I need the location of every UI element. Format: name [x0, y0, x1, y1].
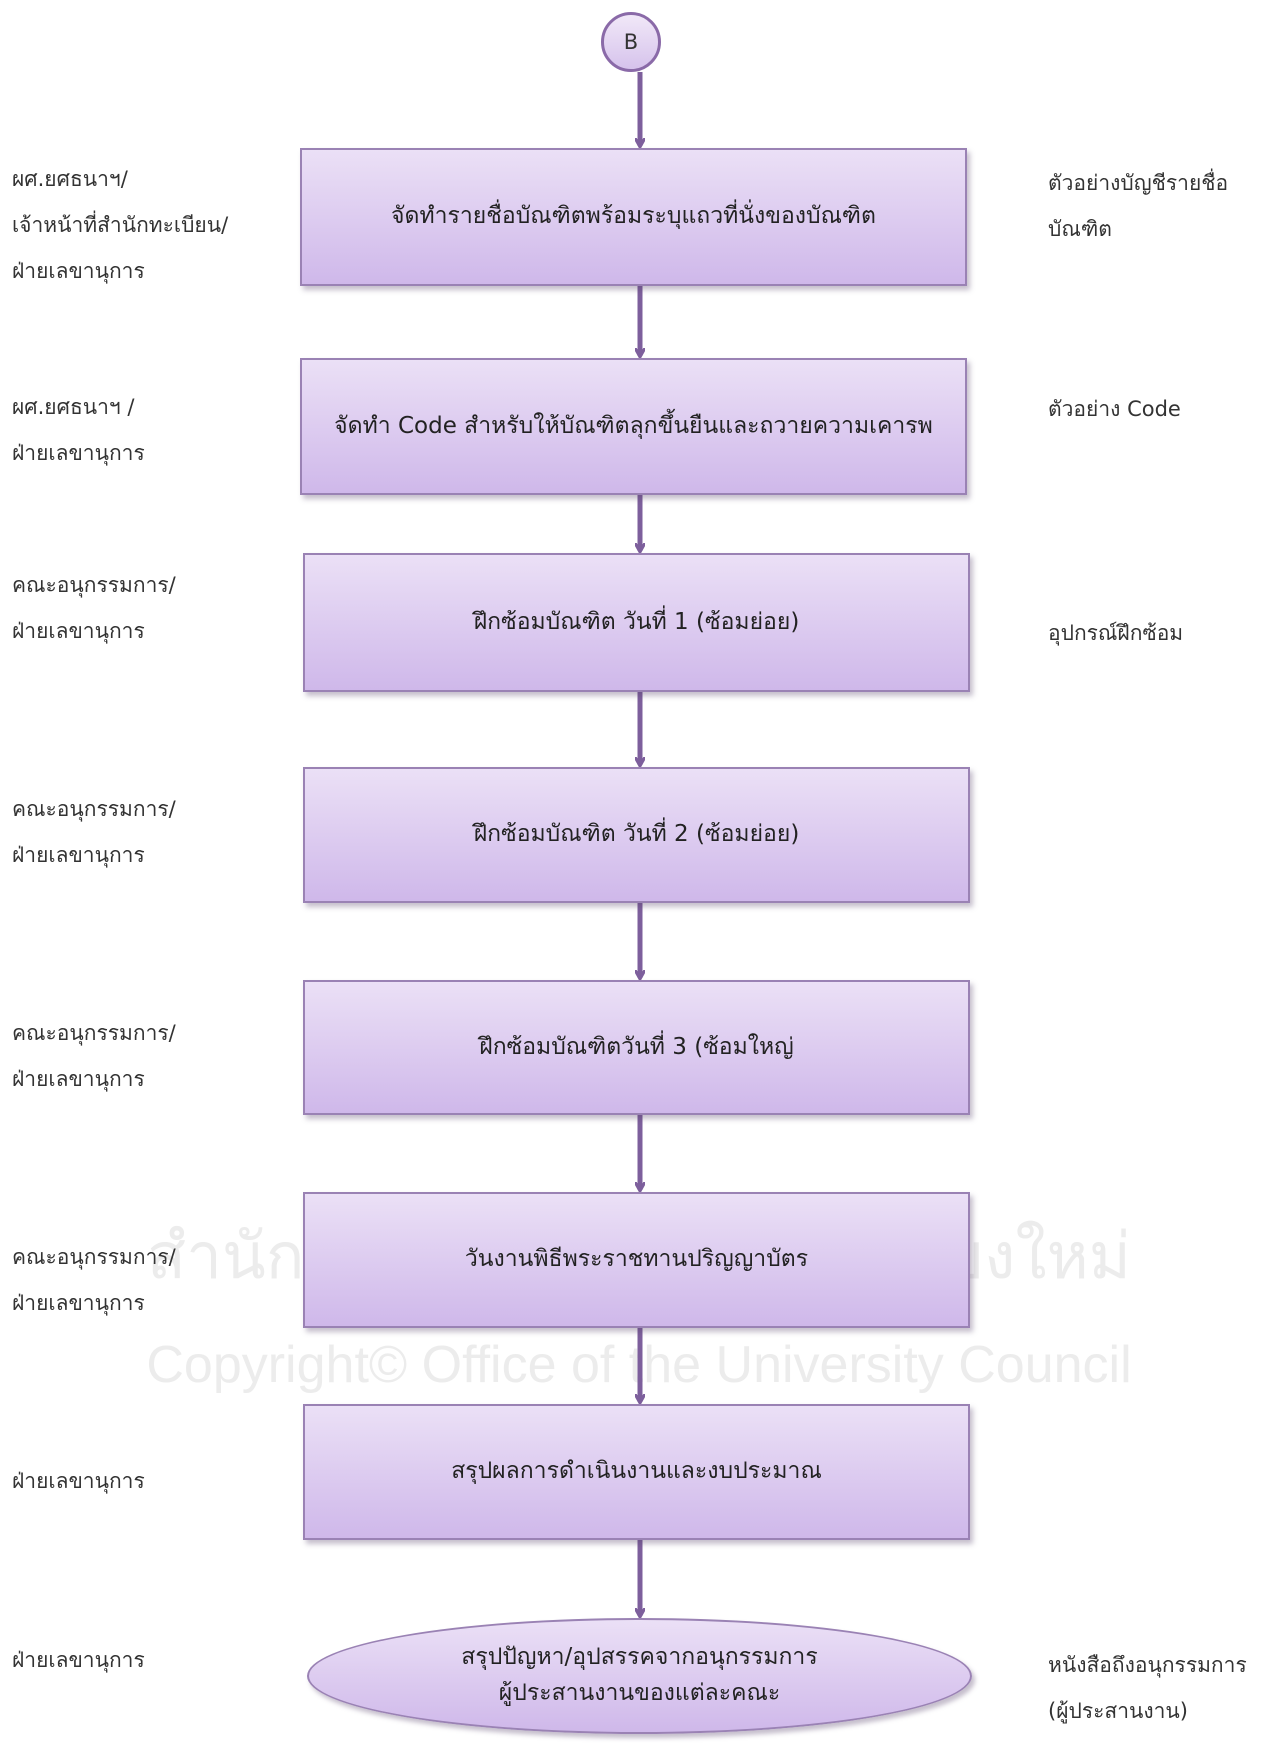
responsible-line: คณะอนุกรรมการ/: [12, 797, 176, 821]
process-step-4: ฝึกซ้อมบัณฑิต วันที่ 2 (ซ้อมย่อย): [303, 767, 970, 903]
terminal-step-line-2: ผู้ประสานงานของแต่ละคณะ: [498, 1680, 781, 1706]
process-step-2: จัดทำ Code สำหรับให้บัณฑิตลุกขึ้นยืนและถ…: [300, 358, 967, 495]
responsible-line: ผศ.ยศธนาฯ/: [12, 167, 128, 191]
responsible-line: ผศ.ยศธนาฯ /: [12, 395, 135, 419]
responsible-party-8: ฝ่ายเลขานุการ: [12, 1637, 282, 1683]
process-step-1: จัดทำรายชื่อบัณฑิตพร้อมระบุแถวที่นั่งของ…: [300, 148, 967, 286]
responsible-line: คณะอนุกรรมการ/: [12, 1245, 176, 1269]
responsible-line: เจ้าหน้าที่สำนักทะเบียน/: [12, 213, 229, 237]
process-step-7: สรุปผลการดำเนินงานและงบประมาณ: [303, 1404, 970, 1540]
process-step-3: ฝึกซ้อมบัณฑิต วันที่ 1 (ซ้อมย่อย): [303, 553, 970, 692]
responsible-line: ฝ่ายเลขานุการ: [12, 1291, 145, 1315]
responsible-line: ฝ่ายเลขานุการ: [12, 1067, 145, 1091]
document-line: (ผู้ประสานงาน): [1048, 1699, 1188, 1723]
responsible-line: คณะอนุกรรมการ/: [12, 573, 176, 597]
start-connector-b: B: [601, 12, 661, 72]
responsible-party-1: ผศ.ยศธนาฯ/ เจ้าหน้าที่สำนักทะเบียน/ ฝ่าย…: [12, 156, 282, 294]
document-note-4: หนังสือถึงอนุกรรมการ (ผู้ประสานงาน): [1048, 1642, 1278, 1734]
document-note-1: ตัวอย่างบัญชีรายชื่อ บัณฑิต: [1048, 160, 1278, 252]
start-connector-label: B: [623, 30, 639, 54]
document-line: บัณฑิต: [1048, 217, 1112, 241]
responsible-line: ฝ่ายเลขานุการ: [12, 843, 145, 867]
responsible-party-3: คณะอนุกรรมการ/ ฝ่ายเลขานุการ: [12, 562, 282, 654]
document-note-3: อุปกรณ์ฝึกซ้อม: [1048, 610, 1278, 656]
responsible-party-2: ผศ.ยศธนาฯ / ฝ่ายเลขานุการ: [12, 384, 282, 476]
terminal-step-line-1: สรุปปัญหา/อุปสรรคจากอนุกรรมการ: [461, 1644, 818, 1671]
process-step-6: วันงานพิธีพระราชทานปริญญาบัตร: [303, 1192, 970, 1328]
responsible-line: ฝ่ายเลขานุการ: [12, 1469, 145, 1493]
responsible-party-5: คณะอนุกรรมการ/ ฝ่ายเลขานุการ: [12, 1010, 282, 1102]
responsible-party-6: คณะอนุกรรมการ/ ฝ่ายเลขานุการ: [12, 1234, 282, 1326]
responsible-line: ฝ่ายเลขานุการ: [12, 259, 145, 283]
document-note-2: ตัวอย่าง Code: [1048, 386, 1278, 432]
document-line: ตัวอย่าง Code: [1048, 397, 1181, 421]
responsible-line: ฝ่ายเลขานุการ: [12, 441, 145, 465]
responsible-party-7: ฝ่ายเลขานุการ: [12, 1458, 282, 1504]
document-line: หนังสือถึงอนุกรรมการ: [1048, 1653, 1247, 1677]
responsible-line: ฝ่ายเลขานุการ: [12, 619, 145, 643]
document-line: ตัวอย่างบัญชีรายชื่อ: [1048, 171, 1229, 195]
terminal-step: สรุปปัญหา/อุปสรรคจากอนุกรรมการ ผู้ประสาน…: [307, 1618, 972, 1734]
responsible-line: ฝ่ายเลขานุการ: [12, 1648, 145, 1672]
responsible-line: คณะอนุกรรมการ/: [12, 1021, 176, 1045]
process-step-5: ฝึกซ้อมบัณฑิตวันที่ 3 (ซ้อมใหญ่: [303, 980, 970, 1115]
document-line: อุปกรณ์ฝึกซ้อม: [1048, 621, 1184, 645]
responsible-party-4: คณะอนุกรรมการ/ ฝ่ายเลขานุการ: [12, 786, 282, 878]
